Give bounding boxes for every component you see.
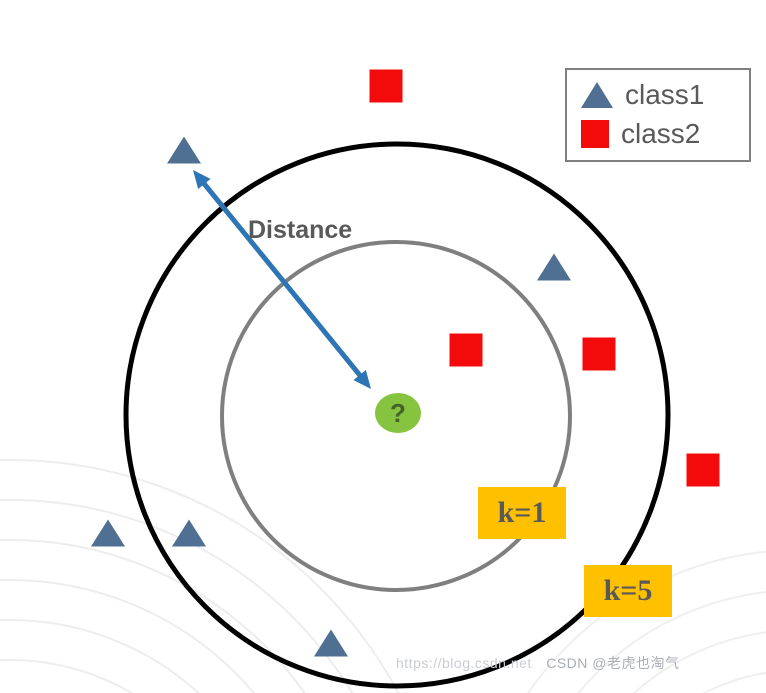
arrowhead-icon <box>193 170 211 190</box>
legend-label-class2: class2 <box>621 117 701 149</box>
class1-triangle-marker <box>172 519 206 547</box>
class2-square-marker <box>686 453 720 487</box>
query-label: ? <box>390 398 406 428</box>
query-point <box>375 393 421 433</box>
legend: class1 class2 <box>565 68 751 162</box>
class2-square-marker <box>582 337 616 371</box>
arrowhead-icon <box>353 369 371 389</box>
distance-label: Distance <box>248 216 353 244</box>
legend-item-class2: class2 <box>581 117 735 150</box>
outer-circle-k5 <box>123 141 671 689</box>
class1-triangle-marker <box>537 253 571 281</box>
background-arcs-left <box>0 459 400 693</box>
watermark-url: https://blog.csdn.net <box>396 655 532 671</box>
inner-circle-k1 <box>220 240 572 592</box>
watermark: https://blog.csdn.net CSDN @老虎也淘气 <box>396 653 679 673</box>
class1-triangle-icon <box>581 82 613 109</box>
class2-square-icon <box>581 120 609 149</box>
class2-square-marker <box>449 333 483 367</box>
watermark-csdn: CSDN @老虎也淘气 <box>546 655 680 671</box>
legend-item-class1: class1 <box>581 79 735 111</box>
class2-square-marker <box>369 69 403 103</box>
class1-triangle-marker <box>91 519 125 547</box>
distance-arrow <box>193 170 371 389</box>
k1-label: k=1 <box>478 487 566 539</box>
class1-triangle-marker <box>314 629 348 657</box>
k5-label: k=5 <box>584 565 672 617</box>
legend-label-class1: class1 <box>625 79 705 110</box>
class1-triangle-marker <box>167 136 201 164</box>
